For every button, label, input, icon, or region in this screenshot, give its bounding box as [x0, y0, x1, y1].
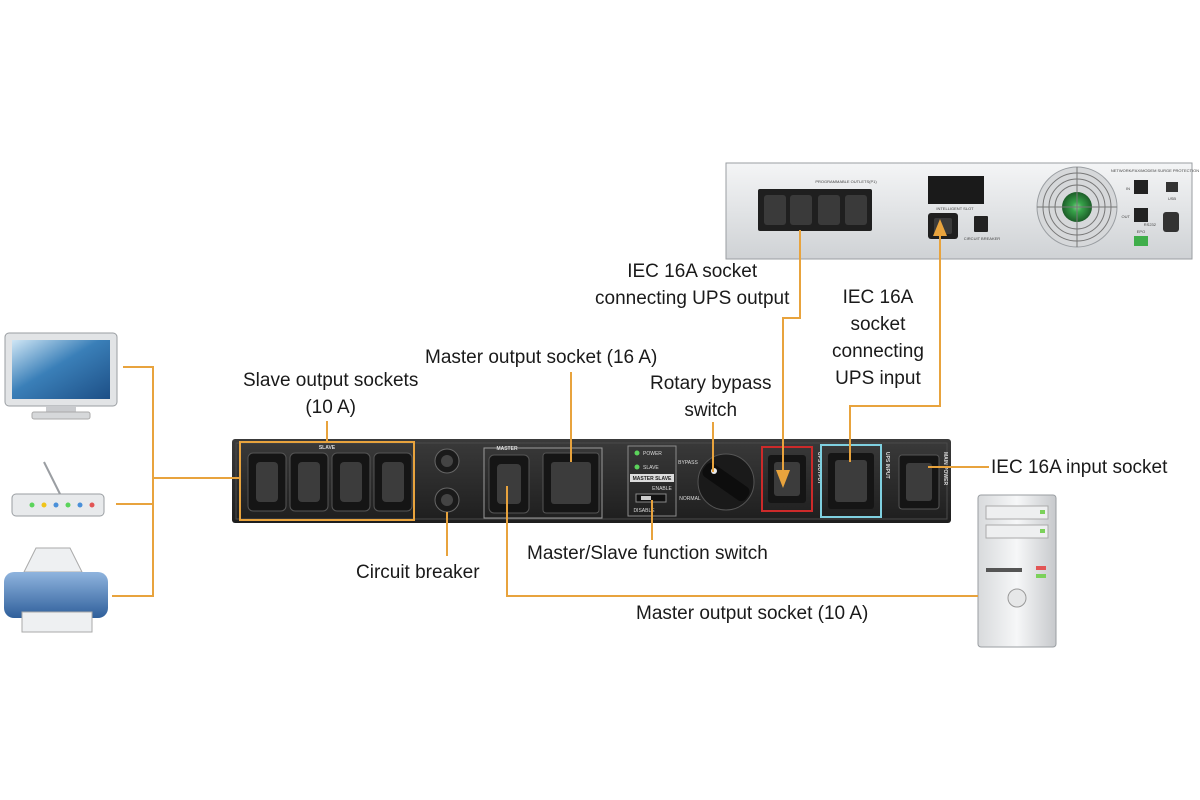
monitor-icon: [4, 332, 118, 420]
intelligent-slot: [928, 176, 984, 204]
epo-connector: [1134, 236, 1148, 246]
tower-pc-icon: [977, 494, 1057, 648]
svg-text:NORMAL: NORMAL: [679, 496, 701, 502]
programmable-outlets-label: PROGRAMMABLE OUTLETS(P1): [815, 179, 877, 184]
ups-circuit-breaker: [974, 216, 988, 232]
svg-text:UPS OUTPUT: UPS OUTPUT: [816, 452, 822, 484]
svg-text:ENABLE: ENABLE: [652, 486, 672, 492]
ups-unit: PROGRAMMABLE OUTLETS(P1) INTELLIGENT SLO…: [725, 162, 1199, 260]
label-rotary-bypass: Rotary bypass switch: [650, 373, 772, 421]
svg-text:INTELLIGENT SLOT: INTELLIGENT SLOT: [936, 206, 974, 211]
label-circuit-breaker: Circuit breaker: [356, 562, 480, 583]
label-master-output-10a: Master output socket (10 A): [636, 603, 869, 624]
svg-text:MAIN POWER: MAIN POWER: [942, 452, 948, 485]
rs232-port: [1163, 212, 1179, 232]
ups-output-socket-group: [758, 189, 872, 231]
svg-text:SLAVE: SLAVE: [319, 445, 336, 451]
slave-led: [634, 464, 640, 470]
arrow-head-icon: [776, 470, 790, 488]
svg-text:IN: IN: [1126, 186, 1130, 191]
bypass-panel: SLAVE MASTER: [232, 439, 951, 523]
network-in-port: [1134, 180, 1148, 194]
svg-text:EPO: EPO: [1137, 229, 1145, 234]
slave-sockets: [247, 452, 413, 512]
label-input-socket: IEC 16A input socket: [991, 457, 1168, 478]
power-led: [634, 450, 640, 456]
svg-text:BYPASS: BYPASS: [678, 460, 698, 466]
label-master-output-16a: Master output socket (16 A): [425, 347, 658, 368]
label-slave-output: Slave output sockets (10 A): [243, 370, 419, 418]
svg-text:MASTER: MASTER: [496, 446, 518, 452]
router-icon: [11, 461, 105, 517]
svg-text:NETWORK/FAX/MODEM SURGE PROTEC: NETWORK/FAX/MODEM SURGE PROTECTION: [1111, 168, 1199, 173]
rotary-bypass-switch[interactable]: [697, 453, 755, 511]
svg-text:MASTER SLAVE: MASTER SLAVE: [633, 476, 672, 482]
label-master-slave-switch: Master/Slave function switch: [527, 543, 768, 564]
svg-text:SLAVE: SLAVE: [643, 465, 659, 471]
network-out-port: [1134, 208, 1148, 222]
master-sockets: [488, 452, 600, 514]
svg-text:RS232: RS232: [1144, 222, 1157, 227]
label-ups-input-socket: IEC 16A socket connecting UPS input: [832, 287, 924, 389]
label-ups-output-socket: IEC 16A socket connecting UPS output: [595, 261, 790, 309]
svg-text:OUT: OUT: [1122, 214, 1131, 219]
callout-lines: [112, 224, 989, 597]
usb-port: [1166, 182, 1178, 192]
svg-text:POWER: POWER: [643, 451, 662, 457]
svg-text:UPS INPUT: UPS INPUT: [884, 452, 890, 479]
ups-output-socket-box: [761, 446, 813, 512]
fan-icon: [1036, 166, 1118, 248]
printer-icon: [4, 547, 108, 633]
svg-text:DISABLE: DISABLE: [633, 508, 655, 514]
svg-text:CIRCUIT BREAKER: CIRCUIT BREAKER: [964, 236, 1000, 241]
svg-text:USB: USB: [1168, 196, 1177, 201]
arrow-head-icon: [933, 219, 947, 236]
